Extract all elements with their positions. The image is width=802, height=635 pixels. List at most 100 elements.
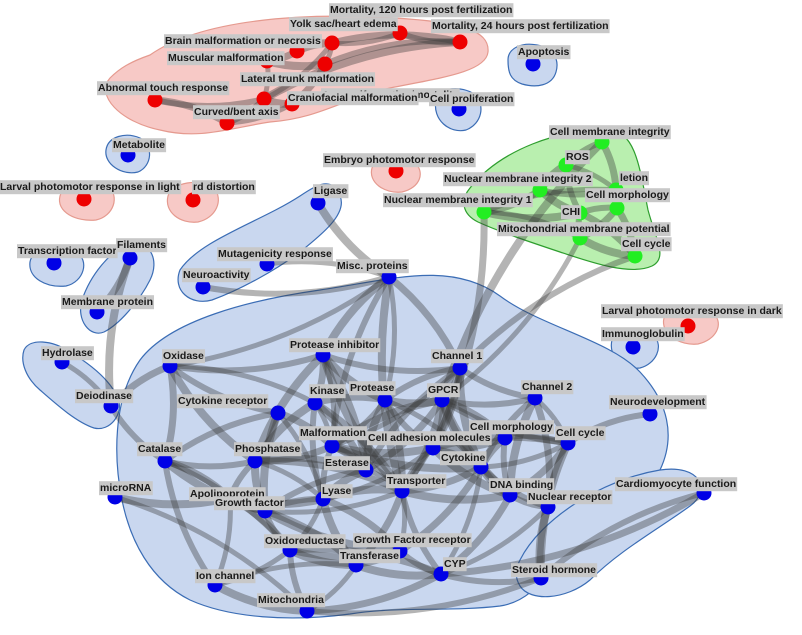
node-marker-protease[interactable] [377,392,393,408]
node-gpcr[interactable]: GPCR [427,383,460,408]
node-cellcycle_b[interactable]: Cell cycle [555,426,606,451]
node-oxidored[interactable]: Oxidoreductase [264,534,346,558]
node-marker-channel1[interactable] [452,360,468,376]
node-marker-neurodev[interactable] [642,406,658,422]
node-marker-malformation[interactable] [324,438,340,454]
node-steroid[interactable]: Steroid hormone [511,563,598,586]
node-cellmorph_b[interactable]: Cell morphology [469,420,554,446]
node-curved[interactable]: Curved/bent axis [193,105,280,131]
node-nmi2[interactable]: Nuclear membrane integrity 2 [443,172,593,198]
node-muscular[interactable]: Muscular malformation [167,51,285,69]
node-marker-neuroact[interactable] [195,279,211,295]
node-cmi[interactable]: Cell membrane integrity [549,125,671,150]
node-neurodev[interactable]: Neurodevelopment [609,395,707,422]
node-marker-yolk[interactable] [324,35,340,51]
node-larvlight[interactable]: Larval photomotor response in light [0,180,182,207]
node-dnabind[interactable]: DNA binding [489,478,555,503]
node-yolk[interactable]: Yolk sac/heart edema [289,17,398,51]
node-celladh[interactable]: Cell adhesion molecules [367,431,492,456]
node-cellprolif[interactable]: Cell proliferation [429,92,515,117]
node-marker-phosphatase[interactable] [247,453,263,469]
node-marker-lateral[interactable] [256,91,272,107]
node-misc[interactable]: Misc. proteins [336,259,409,285]
node-cardio[interactable]: Cardiomyocyte function [615,477,738,501]
node-microrna[interactable]: microRNA [99,481,153,505]
node-marker-filaments[interactable] [122,250,138,266]
node-brain[interactable]: Brain malformation or necrosis [164,34,322,59]
edge-channel1-esterase [363,365,463,473]
node-marker-ligase[interactable] [310,195,326,211]
node-marker-mort24[interactable] [452,34,468,50]
node-apoptosis[interactable]: Apoptosis [517,45,571,72]
node-label-bg-mort24 [431,19,610,34]
node-marker-anymal[interactable] [317,56,333,72]
node-mort24[interactable]: Mortality, 24 hours post fertilization [431,19,610,50]
node-ligase[interactable]: Ligase [310,184,349,211]
node-transferase[interactable]: Transferase [339,549,401,573]
node-ionchannel[interactable]: Ion channel [195,569,256,593]
node-catalase[interactable]: Catalase [137,442,183,469]
node-deiodinase[interactable]: Deiodinase [75,389,134,414]
node-marker-immuno[interactable] [625,339,641,355]
node-cellcycle_g[interactable]: Cell cycle [621,237,672,264]
node-marker-kinase[interactable] [307,395,323,411]
node-marker-misc[interactable] [381,269,397,285]
node-channel1[interactable]: Channel 1 [431,349,484,376]
node-mort120[interactable]: Mortality, 120 hours post fertilization [329,3,514,41]
node-marker-larvlight[interactable] [76,191,92,207]
node-marker-catalase[interactable] [157,453,173,469]
node-neuroact[interactable]: Neuroactivity [182,268,251,295]
node-cellmorph_g[interactable]: Cell morphology [585,188,670,216]
node-chi[interactable]: CHI [561,205,588,221]
node-nmi1[interactable]: Nuclear membrane integrity 1 [383,193,533,220]
node-letion[interactable]: letion [608,171,650,198]
node-marker-tf[interactable] [46,255,62,271]
node-transporter[interactable]: Transporter [386,474,447,499]
node-marker-nmi1[interactable] [476,204,492,220]
node-marker-cytorec[interactable] [270,405,286,421]
node-phosphatase[interactable]: Phosphatase [234,442,302,469]
node-protease[interactable]: Protease [349,381,396,408]
node-marker-cellcycle_g[interactable] [627,248,643,264]
node-tf[interactable]: Transcription factor [17,244,118,271]
node-nucrec[interactable]: Nuclear receptor [527,490,613,515]
node-cranio[interactable]: Craniofacial malformation [284,91,419,112]
node-marker-nmi2[interactable] [532,182,548,198]
node-cytorec[interactable]: Cytokine receptor [177,394,286,421]
node-marker-embryo[interactable] [388,163,404,179]
node-larvdark[interactable]: Larval photomotor response in dark [601,304,783,334]
node-marker-curved[interactable] [219,115,235,131]
node-marker-channel2[interactable] [527,390,543,406]
node-channel2[interactable]: Channel 2 [521,380,574,406]
node-marker-cellmorph_g[interactable] [609,200,625,216]
node-label-cranio: Craniofacial malformation [288,92,418,104]
node-oxidase[interactable]: Oxidase [162,349,206,374]
node-marker-apoptosis[interactable] [525,56,541,72]
node-filaments[interactable]: Filaments [116,238,168,266]
node-ros[interactable]: ROS [558,150,590,173]
node-esterase[interactable]: Esterase [324,456,374,478]
node-memprot[interactable]: Membrane protein [61,295,155,320]
node-rdist[interactable]: rd distortion [185,180,256,208]
node-cytokine[interactable]: Cytokine [440,451,489,475]
node-growthfactor[interactable]: Growth factor [214,496,285,519]
node-metabolite[interactable]: Metabolite [112,138,167,163]
node-lyase[interactable]: Lyase [315,484,353,507]
node-embryo[interactable]: Embryo photomotor response [323,153,476,179]
node-lateral[interactable]: Lateral trunk malformation [240,72,376,107]
node-marker-touch[interactable] [147,92,163,108]
node-marker-cellmorph_b[interactable] [497,430,513,446]
node-protinh[interactable]: Protease inhibitor [289,338,381,363]
node-mitochondria[interactable]: Mitochondria [257,593,326,619]
node-marker-rdist[interactable] [185,192,201,208]
node-mmp[interactable]: Mitochondrial membrane potential [497,222,671,246]
node-marker-mitochondria[interactable] [299,603,315,619]
node-label-bg-protease [349,381,396,396]
node-malformation[interactable]: Malformation [299,426,367,454]
node-hydrolase[interactable]: Hydrolase [41,346,94,370]
node-kinase[interactable]: Kinase [307,384,346,411]
node-cyp[interactable]: CYP [433,557,467,582]
node-mutagen[interactable]: Mutagenicity response [217,247,333,272]
node-immuno[interactable]: Immunoglobulin [601,327,685,355]
node-touch[interactable]: Abnormal touch response [97,81,230,108]
